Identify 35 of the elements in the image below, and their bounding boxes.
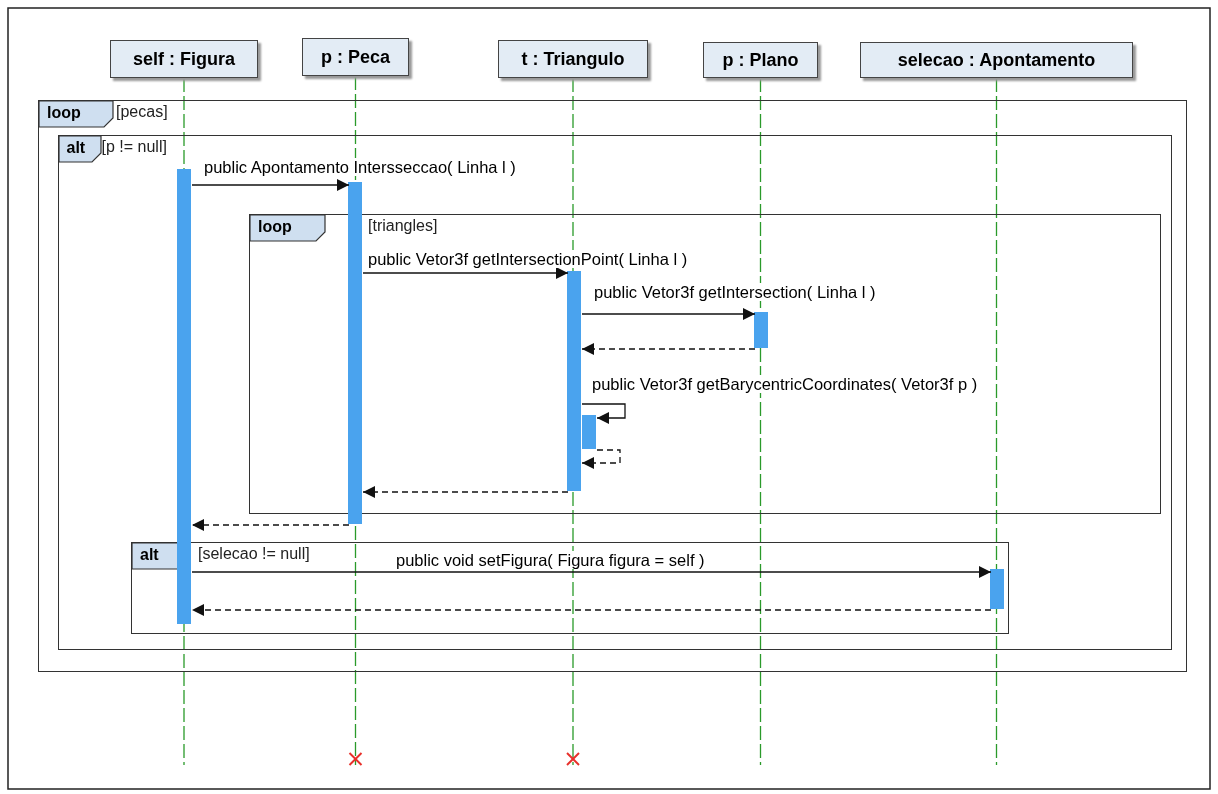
- message-arrow: [191, 179, 350, 191]
- message-arrow: [191, 566, 992, 578]
- lifeline-header: p : Peca: [302, 38, 409, 76]
- activation-bar: [566, 270, 581, 491]
- lifeline-header: selecao : Apontamento: [860, 42, 1133, 78]
- activation-bar: [348, 182, 362, 524]
- guard-condition: [triangles]: [368, 217, 438, 235]
- message-label: public Vetor3f getIntersection( Linha l ): [593, 283, 877, 301]
- activation-bar: [989, 568, 1004, 609]
- activation-bar: [581, 414, 596, 449]
- activation-bar: [753, 311, 768, 348]
- activation-bar: [177, 169, 191, 624]
- message-label: public Apontamento Intersseccao( Linha l ): [203, 158, 517, 176]
- fragment-operator: loop: [47, 104, 81, 122]
- return-message-arrow: [581, 343, 756, 355]
- return-message-arrow: [191, 604, 992, 616]
- lifeline-header: self : Figura: [110, 40, 258, 78]
- message-label: public Vetor3f getIntersectionPoint( Linha l ): [367, 250, 689, 268]
- fragment-operator: alt: [140, 546, 159, 564]
- guard-condition: [selecao != null]: [198, 545, 310, 563]
- guard-condition: [p != null]: [101, 137, 167, 156]
- message-label: public void setFigura( Figura figura = self ): [395, 551, 706, 569]
- message-arrow: [581, 308, 756, 320]
- fragment-operator: loop: [258, 218, 292, 236]
- fragment-operator: alt: [66, 138, 86, 157]
- return-message-arrow: [191, 519, 350, 531]
- combined-fragment-frame: [249, 214, 1161, 514]
- message-arrow: [362, 267, 569, 279]
- return-message-arrow: [362, 486, 569, 498]
- message-arrow: [581, 403, 626, 424]
- lifeline-header: t : Triangulo: [498, 40, 648, 78]
- lifeline-header: p : Plano: [703, 42, 818, 78]
- message-label: public Vetor3f getBarycentricCoordinates( Vetor3f p ): [591, 375, 979, 393]
- guard-condition: [pecas]: [116, 103, 168, 121]
- return-message-arrow: [581, 449, 621, 469]
